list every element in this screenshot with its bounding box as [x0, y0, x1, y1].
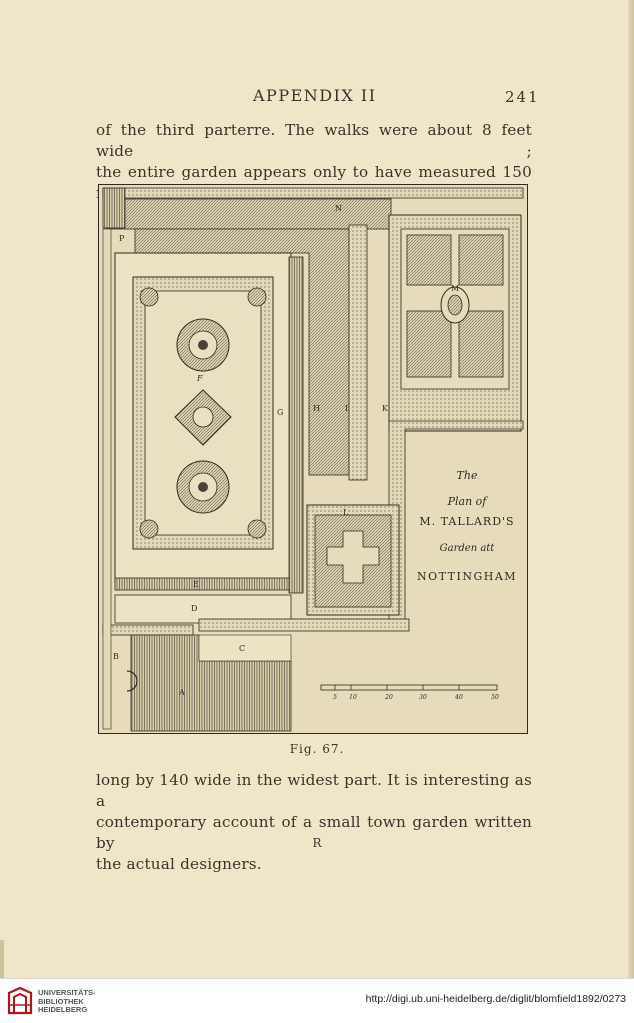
scale-label: 50 [491, 694, 499, 701]
library-name: UNIVERSITÄTS- BIBLIOTHEK HEIDELBERG [38, 988, 96, 1015]
terrace-walk-n [106, 198, 392, 230]
label-e: E [193, 580, 199, 589]
text-line: contemporary account of a small town gar… [96, 813, 532, 852]
label-c: C [239, 644, 245, 653]
text-line: of the third parterre. The walks were ab… [96, 121, 532, 160]
label-k: K [382, 404, 389, 413]
scale-label: 20 [384, 694, 393, 701]
label-m: M [451, 284, 459, 293]
chapter-title: APPENDIX II [253, 86, 377, 105]
walk-d [114, 594, 292, 624]
terrace-strip [288, 256, 304, 594]
label-g: G [277, 408, 283, 417]
library-name-line: HEIDELBERG [38, 1005, 88, 1014]
label-p: P [119, 234, 125, 243]
label-n: N [335, 204, 342, 213]
book-page: APPENDIX II 241 of the third parterre. T… [0, 0, 634, 978]
border-walk-east [348, 224, 368, 481]
label-l: L [343, 508, 349, 517]
text-line: the actual designers. [96, 855, 262, 873]
label-i: I [345, 404, 348, 413]
source-url-link[interactable]: http://digi.ub.uni-heidelberg.de/diglit/… [365, 993, 626, 1005]
plan-title-2: Plan of [447, 495, 489, 508]
plan-title-5: NOTTINGHAM [417, 570, 517, 583]
plan-title-4: Garden att [440, 543, 496, 554]
corner-stairs [102, 187, 126, 229]
university-library-logo[interactable] [6, 985, 34, 1017]
library-name-line: BIBLIOTHEK [38, 996, 84, 1006]
walk-cross [198, 618, 410, 632]
page-number: 241 [505, 88, 540, 106]
paragraph-bottom: long by 140 wide in the widest part. It … [96, 770, 532, 875]
niche-b [126, 670, 138, 692]
plan-title-3: M. TALLARD'S [419, 515, 514, 528]
area-c [198, 634, 292, 662]
steps-e [114, 577, 292, 591]
library-name-line: UNIVERSITÄTS- [38, 988, 96, 997]
scale-label: 30 [419, 694, 427, 701]
scale-label: 5 [333, 694, 337, 701]
page-edge [628, 0, 634, 978]
label-b: B [113, 652, 119, 661]
signature-mark: R [312, 836, 322, 850]
plan-title-1: The [457, 469, 478, 482]
scale-bar: 5 10 20 30 40 50 [320, 684, 499, 701]
viewer-footer: UNIVERSITÄTS- BIBLIOTHEK HEIDELBERG http… [0, 978, 634, 1023]
label-a: A [178, 688, 185, 697]
label-d: D [191, 604, 197, 613]
garden-plan-figure: N P F G H I K L M E D C B A The Plan of … [98, 184, 528, 734]
scale-label: 10 [349, 694, 357, 701]
text-line: long by 140 wide in the widest part. It … [96, 771, 532, 810]
top-border-walk [102, 187, 524, 199]
page-edge-left [0, 940, 4, 978]
running-head: APPENDIX II 241 [0, 86, 634, 110]
figure-caption: Fig. 67. [289, 742, 345, 756]
label-f: F [196, 374, 203, 383]
scale-label: 40 [454, 694, 463, 701]
garden-plan-drawing: N P F G H I K L M E D C B A The Plan of … [102, 187, 524, 732]
label-h: H [313, 404, 320, 413]
